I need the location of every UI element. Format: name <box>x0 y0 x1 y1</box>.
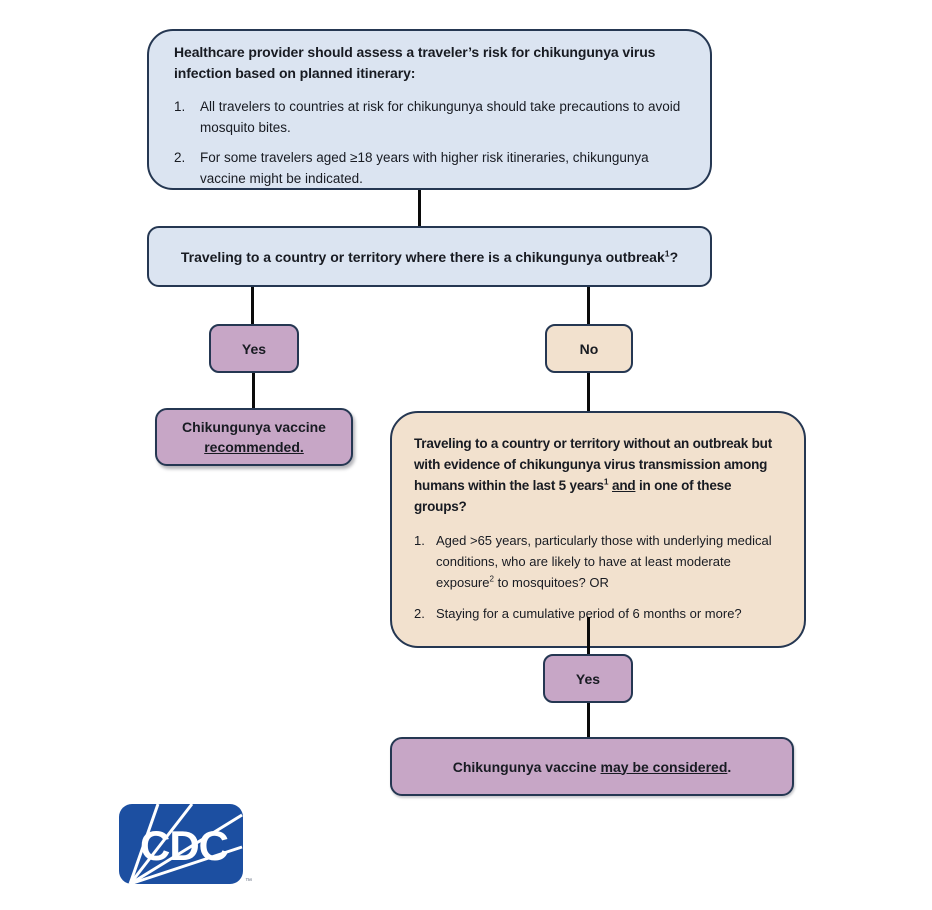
list-text: Aged >65 years, particularly those with … <box>436 530 782 593</box>
recommended-line1: Chikungunya vaccine <box>182 419 326 435</box>
list-number: 1. <box>414 533 425 548</box>
footnote-superscript-1: 1 <box>664 247 670 258</box>
header-underlined-and: and <box>612 478 636 493</box>
no-label: No <box>579 340 599 357</box>
yes-box-1: Yes <box>209 324 299 373</box>
outbreak-question-box: Traveling to a country or territory wher… <box>147 226 712 287</box>
yes-box-2: Yes <box>543 654 633 703</box>
connector-question2-to-yes <box>587 617 590 654</box>
intro-list: 1. All travelers to countries at risk fo… <box>174 96 685 189</box>
connector-no-to-question2 <box>587 373 590 411</box>
footnote-superscript-1: 1 <box>603 476 609 487</box>
considered-suffix: . <box>727 758 732 775</box>
list-text: Staying for a cumulative period of 6 mon… <box>436 603 782 624</box>
connector-question-to-yes <box>251 287 254 324</box>
list-text: For some travelers aged ≥18 years with h… <box>200 150 649 186</box>
outbreak-question-text: Traveling to a country or territory wher… <box>181 249 678 265</box>
transmission-list: 1. Aged >65 years, particularly those wi… <box>414 530 782 624</box>
recommended-box: Chikungunya vaccine recommended. <box>155 408 353 466</box>
question-text-suffix: ? <box>669 248 679 265</box>
considered-prefix: Chikungunya vaccine <box>452 758 601 775</box>
intro-list-item-2: 2. For some travelers aged ≥18 years wit… <box>174 147 685 189</box>
list-number: 2. <box>414 606 425 621</box>
connector-yes2-to-considered <box>587 703 590 737</box>
transmission-question-header: Traveling to a country or territory with… <box>414 433 782 517</box>
connector-intro-to-question <box>418 190 421 226</box>
cdc-logo-graphic: CDC <box>119 803 243 886</box>
trademark-symbol: ™ <box>245 878 252 885</box>
intro-list-item-1: 1. All travelers to countries at risk fo… <box>174 96 685 138</box>
cdc-logo: CDC ™ <box>118 803 252 887</box>
considered-text: Chikungunya vaccine may be considered. <box>453 759 732 775</box>
list-number: 2. <box>174 150 186 165</box>
list-number: 1. <box>174 99 186 114</box>
transmission-question-box: Traveling to a country or territory with… <box>390 411 806 648</box>
footnote-superscript-2: 2 <box>489 574 494 584</box>
yes-label: Yes <box>241 340 267 357</box>
yes-label: Yes <box>575 670 601 687</box>
recommended-line2: recommended. <box>204 439 304 455</box>
item-text-main: Staying for a cumulative period of 6 mon… <box>436 606 742 621</box>
considered-box: Chikungunya vaccine may be considered. <box>390 737 794 796</box>
item-text-suffix: to mosquitoes? OR <box>493 575 609 590</box>
question-text-main: Traveling to a country or territory wher… <box>180 248 665 265</box>
connector-question-to-no <box>587 287 590 324</box>
list-text: All travelers to countries at risk for c… <box>200 99 681 135</box>
transmission-list-item-2: 2. Staying for a cumulative period of 6 … <box>414 603 782 624</box>
item-text-main: Aged >65 years, particularly those with … <box>436 533 772 590</box>
intro-box: Healthcare provider should assess a trav… <box>147 29 712 190</box>
considered-underlined: may be considered <box>600 758 728 775</box>
cdc-logo-text: CDC <box>140 822 229 869</box>
header-text-main: Traveling to a country or territory with… <box>414 436 772 493</box>
cdc-logo-rays <box>128 803 243 886</box>
intro-header: Healthcare provider should assess a trav… <box>174 44 656 81</box>
transmission-list-item-1: 1. Aged >65 years, particularly those wi… <box>414 530 782 593</box>
header-text-suffix: in one of these groups? <box>414 478 732 514</box>
connector-yes-to-recommended <box>252 373 255 408</box>
no-box: No <box>545 324 633 373</box>
